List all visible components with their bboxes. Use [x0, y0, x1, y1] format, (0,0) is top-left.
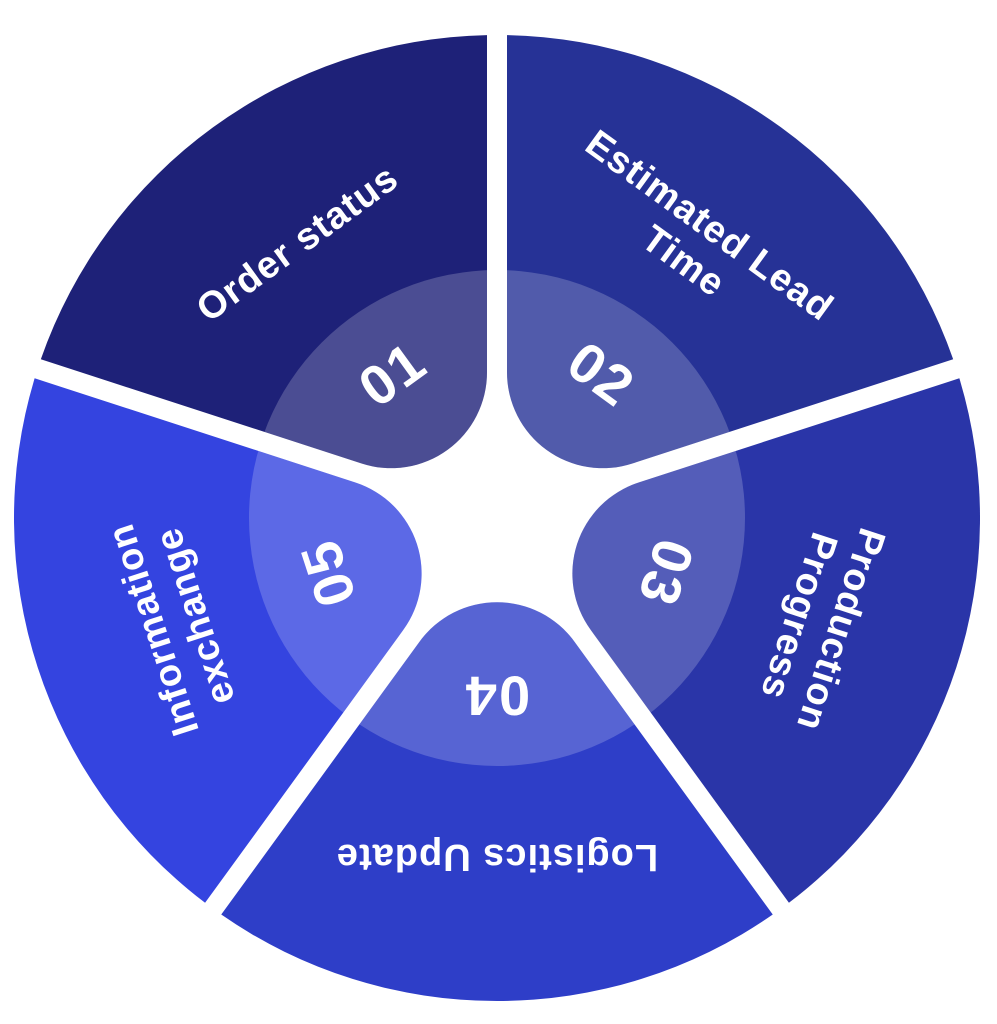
segment-01	[40, 35, 487, 469]
segment-02	[507, 35, 954, 469]
label-line: Logistics Update	[336, 836, 658, 878]
segment-number: 04	[464, 665, 530, 728]
segment-label: Logistics Update	[336, 836, 658, 878]
segment-04	[221, 602, 773, 1001]
segment-05	[14, 378, 422, 903]
segment-03	[572, 378, 980, 903]
